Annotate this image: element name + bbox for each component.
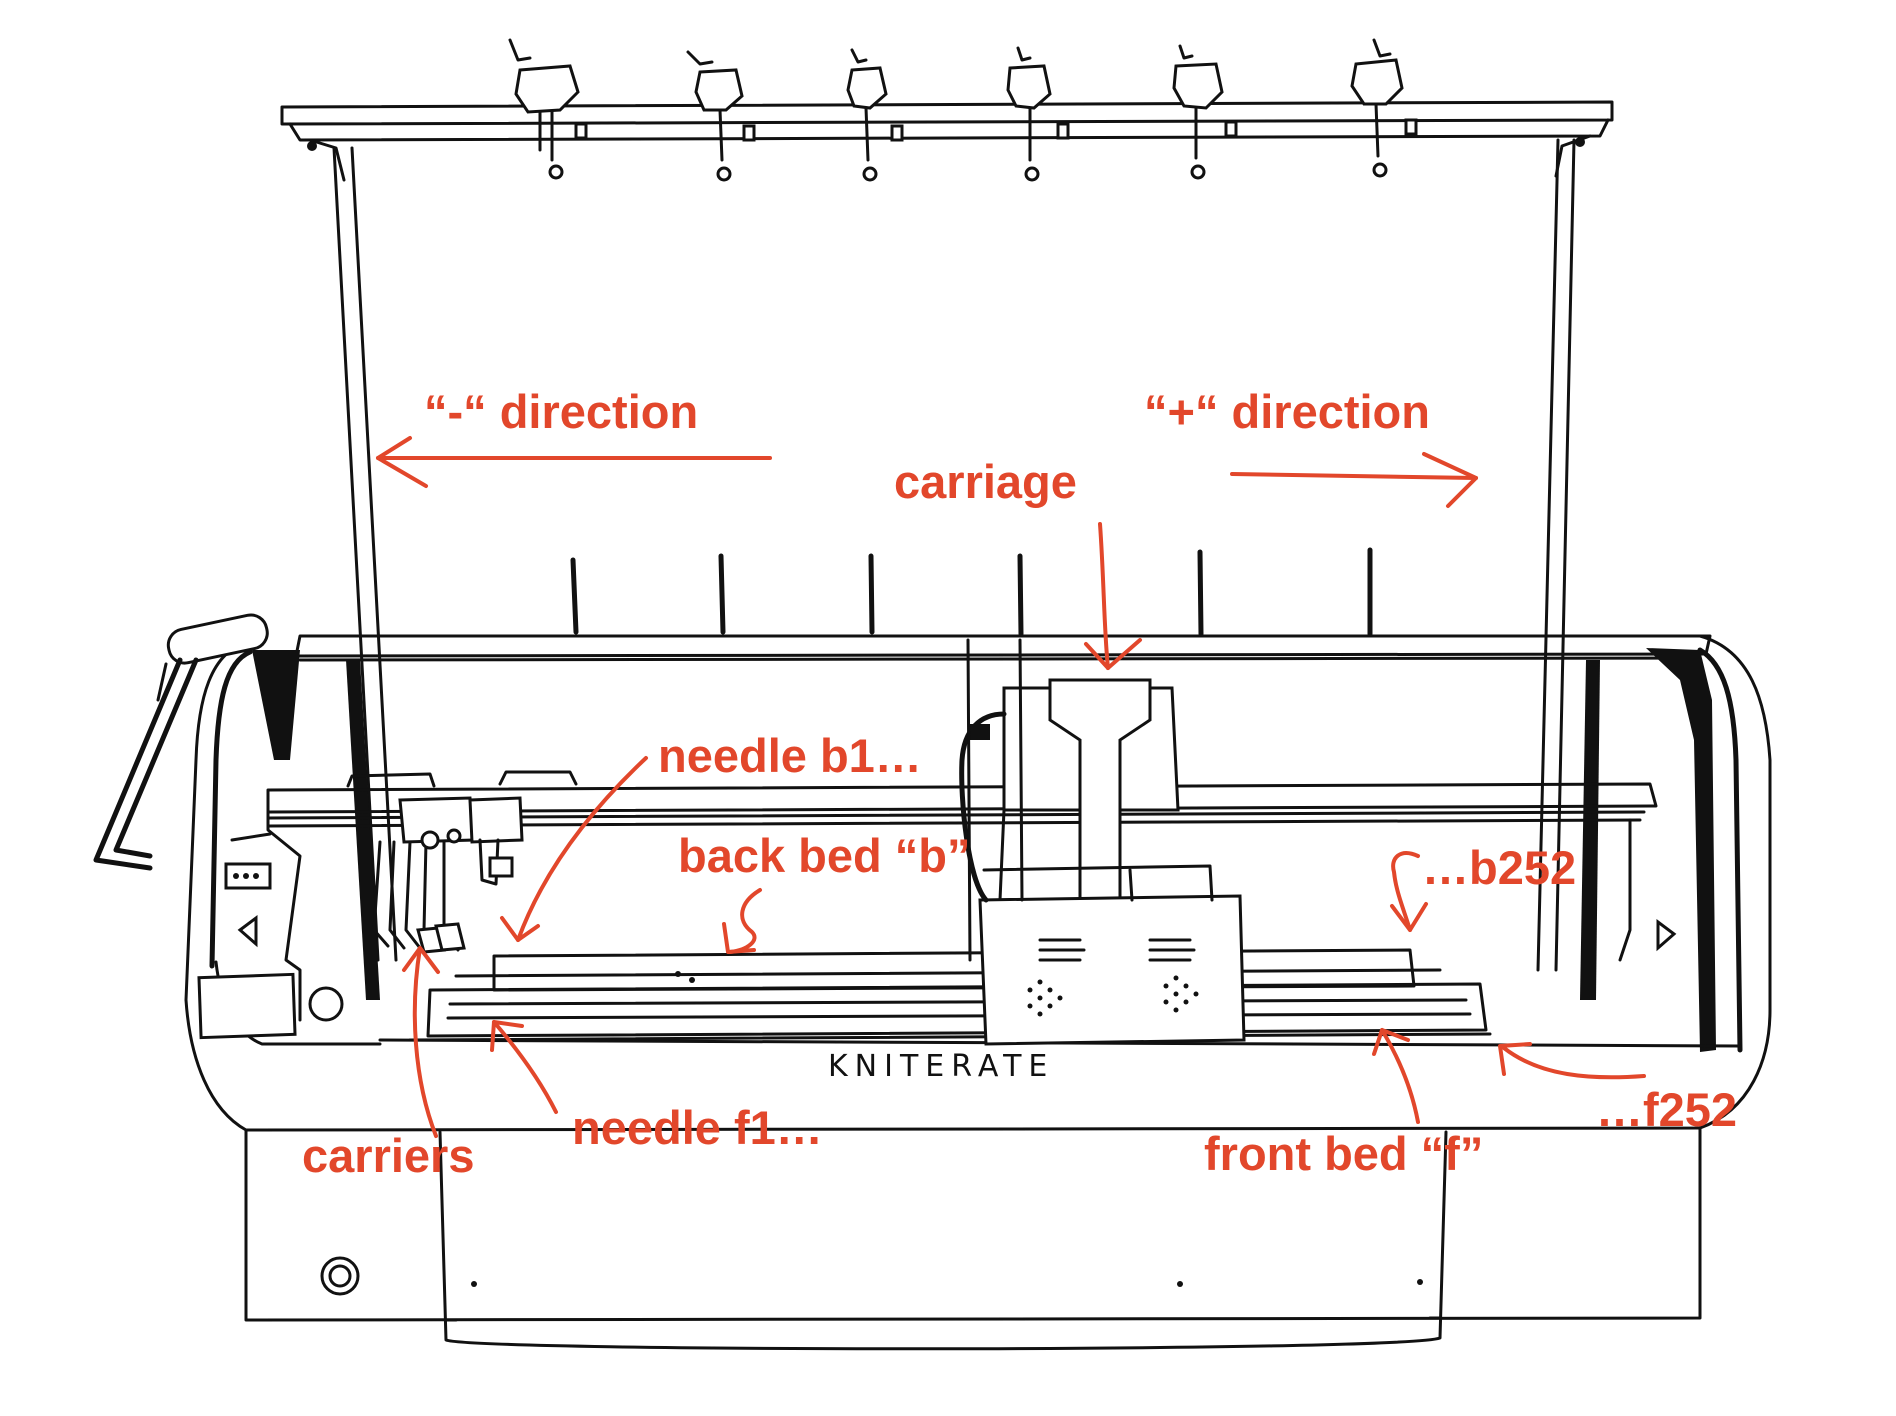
- tensioner-6: [1350, 38, 1418, 178]
- machine-base: [244, 1126, 1702, 1351]
- plus-direction-arrow: [1230, 452, 1478, 508]
- b252-label: …b252: [1422, 841, 1576, 894]
- carriage-body: [959, 638, 1246, 1046]
- needle-b1-arrow: [500, 756, 648, 942]
- tensioner-2: [686, 50, 756, 182]
- front-bed-arrow: [1372, 1028, 1420, 1124]
- carriage-vents: [1027, 975, 1199, 1017]
- back-bed-label: back bed “b”: [678, 829, 971, 882]
- f252-label: …f252: [1596, 1083, 1737, 1136]
- left-side-panel: [224, 798, 302, 1022]
- needle-f1-arrow: [490, 1020, 558, 1114]
- right-side-panel: [1618, 818, 1677, 962]
- carriers-label: carriers: [302, 1129, 475, 1182]
- annotations: “-“ direction “+“ direction carriage nee…: [302, 385, 1737, 1182]
- back-bed-arrow: [722, 888, 762, 954]
- upper-shelf: [294, 634, 1712, 662]
- machine-casing: [184, 634, 1772, 1132]
- brand-label: KNITERATE: [828, 1049, 1054, 1084]
- minus-direction-label: “-“ direction: [424, 385, 698, 438]
- tensioner-5: [1172, 44, 1238, 180]
- yarn-tensioners: [508, 38, 1418, 182]
- yarn-carriers: [346, 770, 578, 954]
- minus-direction-arrow: [376, 436, 772, 488]
- front-bed-label: front bed “f”: [1204, 1127, 1483, 1180]
- tensioner-4: [1006, 46, 1070, 182]
- carriage-arrow: [1084, 522, 1142, 670]
- spool-pins: [570, 547, 1373, 637]
- needle-b1-label: needle b1…: [658, 729, 922, 782]
- plus-direction-label: “+“ direction: [1144, 385, 1430, 438]
- b252-arrow: [1390, 851, 1428, 932]
- carriage-label: carriage: [894, 455, 1077, 508]
- carriers-arrow: [402, 946, 440, 1138]
- top-yarn-rail: [280, 100, 1614, 182]
- machine-drawing: KNITERATE: [93, 38, 1772, 1351]
- needle-f1-label: needle f1…: [572, 1101, 823, 1154]
- tensioner-1: [508, 38, 588, 180]
- f252-arrow: [1498, 1042, 1646, 1080]
- control-panel: [197, 972, 344, 1040]
- tensioner-3: [846, 48, 904, 182]
- side-handle: [93, 613, 269, 871]
